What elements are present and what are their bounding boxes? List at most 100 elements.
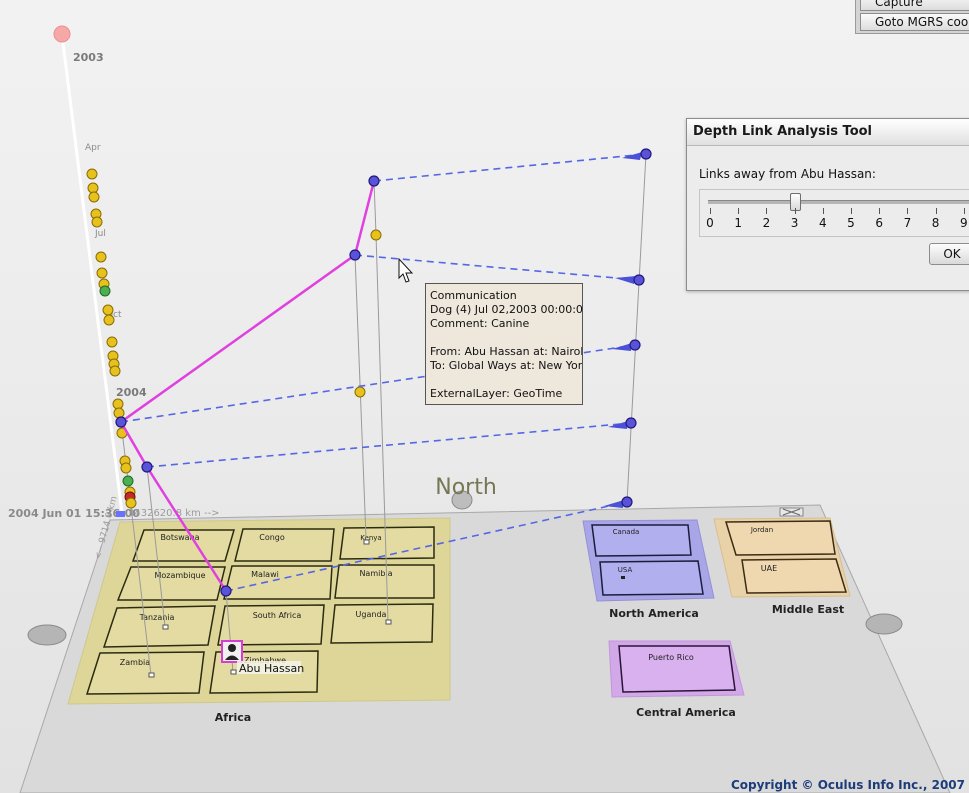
slider-tick [851, 208, 852, 214]
north-label: North [435, 475, 497, 500]
event-dot[interactable] [102, 304, 114, 316]
navigation-sphere-left[interactable] [27, 624, 67, 646]
event-dot[interactable] [99, 285, 111, 297]
time-axis-handle[interactable] [53, 25, 71, 43]
country-canada[interactable] [591, 524, 692, 557]
country-tanzania[interactable] [102, 605, 216, 648]
node[interactable] [621, 496, 633, 508]
event-dot[interactable] [112, 398, 124, 410]
slider-track[interactable] [708, 200, 969, 204]
link-dashed[interactable] [354, 254, 640, 281]
node[interactable] [633, 274, 645, 286]
tooltip-item: Dog (4) Jul 02,2003 00:00:00 [430, 303, 583, 316]
slider-tick [935, 208, 937, 214]
event-dot[interactable] [120, 462, 132, 474]
label-jordan: Jordan [750, 526, 773, 534]
dialog-title[interactable]: Depth Link Analysis Tool [687, 119, 969, 146]
person-label: Abu Hassan [239, 662, 304, 675]
navigation-sphere-north[interactable] [451, 490, 473, 510]
slider-tick-label: 3 [790, 216, 799, 230]
country-jordan[interactable] [724, 520, 836, 556]
tooltip-layer: ExternalLayer: GeoTime [430, 387, 563, 400]
event-dot[interactable] [95, 251, 107, 263]
country-uae[interactable] [741, 558, 848, 594]
tick-2003: 2003 [73, 51, 104, 64]
region-middle-east[interactable]: Jordan UAE Middle East [713, 517, 851, 616]
label-botswana: Botswana [160, 533, 199, 542]
link-dashed[interactable] [225, 501, 628, 592]
country-congo[interactable] [234, 528, 335, 562]
label-mozambique: Mozambique [154, 571, 205, 580]
node[interactable] [220, 585, 232, 597]
event-dot[interactable] [88, 191, 100, 203]
label-congo: Congo [259, 533, 285, 542]
horizontal-scale-label: 3432620.8 km --> [128, 508, 220, 519]
slider-tick-label: 7 [903, 216, 912, 230]
tick-2004: 2004 [116, 386, 147, 399]
node[interactable] [640, 148, 652, 160]
event-dot[interactable] [109, 365, 121, 377]
goto-mgrs-button[interactable]: Goto MGRS coord [860, 13, 969, 31]
event-dot[interactable] [125, 497, 137, 509]
node[interactable] [625, 417, 637, 429]
ok-button[interactable]: OK [929, 243, 969, 265]
event-dot[interactable] [87, 182, 99, 194]
region-label-north-america: North America [609, 607, 699, 620]
tooltip-from: From: Abu Hassan at: Nairobi [430, 345, 583, 358]
tooltip-spacer [430, 331, 578, 345]
node[interactable] [629, 339, 641, 351]
node[interactable] [141, 461, 153, 473]
magenta-links[interactable] [119, 180, 376, 592]
slider-tick [822, 208, 824, 214]
link-magenta[interactable] [120, 253, 356, 424]
slider-tick [766, 208, 768, 214]
person-abu-hassan[interactable]: Abu Hassan [221, 640, 304, 675]
slider-tick [907, 208, 909, 214]
slider-tick [963, 208, 965, 214]
country-kenya[interactable] [339, 526, 435, 560]
mouse-cursor-icon [398, 257, 414, 283]
tooltip-to: To: Global Ways at: New York [430, 359, 583, 372]
label-south-africa: South Africa [253, 611, 302, 620]
country-namibia[interactable] [334, 564, 435, 599]
node[interactable] [115, 416, 127, 428]
event-dot[interactable] [113, 407, 125, 419]
capture-button[interactable]: Capture [860, 0, 969, 11]
country-zambia[interactable] [85, 651, 205, 695]
label-zambia: Zambia [120, 658, 150, 667]
event-dot[interactable] [103, 314, 115, 326]
link-magenta[interactable] [353, 180, 376, 256]
event-dot[interactable] [122, 475, 134, 487]
country-uganda[interactable] [330, 603, 434, 644]
navigation-sphere-right[interactable] [865, 613, 903, 635]
country-mozambique[interactable] [116, 566, 226, 601]
country-puerto-rico[interactable] [618, 645, 736, 693]
link-dashed[interactable] [146, 422, 632, 468]
link-magenta[interactable] [145, 466, 228, 592]
event-dot[interactable] [354, 386, 366, 398]
region-north-america[interactable]: Canada USA North America [582, 519, 715, 620]
country-usa[interactable] [599, 560, 704, 596]
link-arrowheads [604, 152, 642, 508]
tick-apr: Apr [85, 143, 101, 153]
event-dot[interactable] [96, 267, 108, 279]
slider-tick-label: 4 [818, 216, 827, 230]
link-dashed[interactable] [373, 153, 647, 182]
node[interactable] [349, 249, 361, 261]
link-magenta[interactable] [119, 421, 149, 468]
event-dot[interactable] [86, 168, 98, 180]
country-south-africa[interactable] [217, 604, 325, 646]
node[interactable] [368, 175, 380, 187]
event-dot[interactable] [106, 336, 118, 348]
region-label-middle-east: Middle East [772, 603, 844, 616]
region-central-america[interactable]: Puerto Rico Central America [608, 640, 745, 719]
label-malawi: Malawi [251, 570, 279, 579]
event-dots[interactable] [86, 168, 382, 509]
region-africa[interactable]: Botswana Congo Kenya Mozambique Malawi N… [67, 517, 451, 724]
event-dot[interactable] [370, 229, 382, 241]
link-nodes[interactable] [115, 148, 652, 597]
event-dot[interactable] [91, 216, 103, 228]
tooltip-type: Communication [430, 289, 517, 302]
